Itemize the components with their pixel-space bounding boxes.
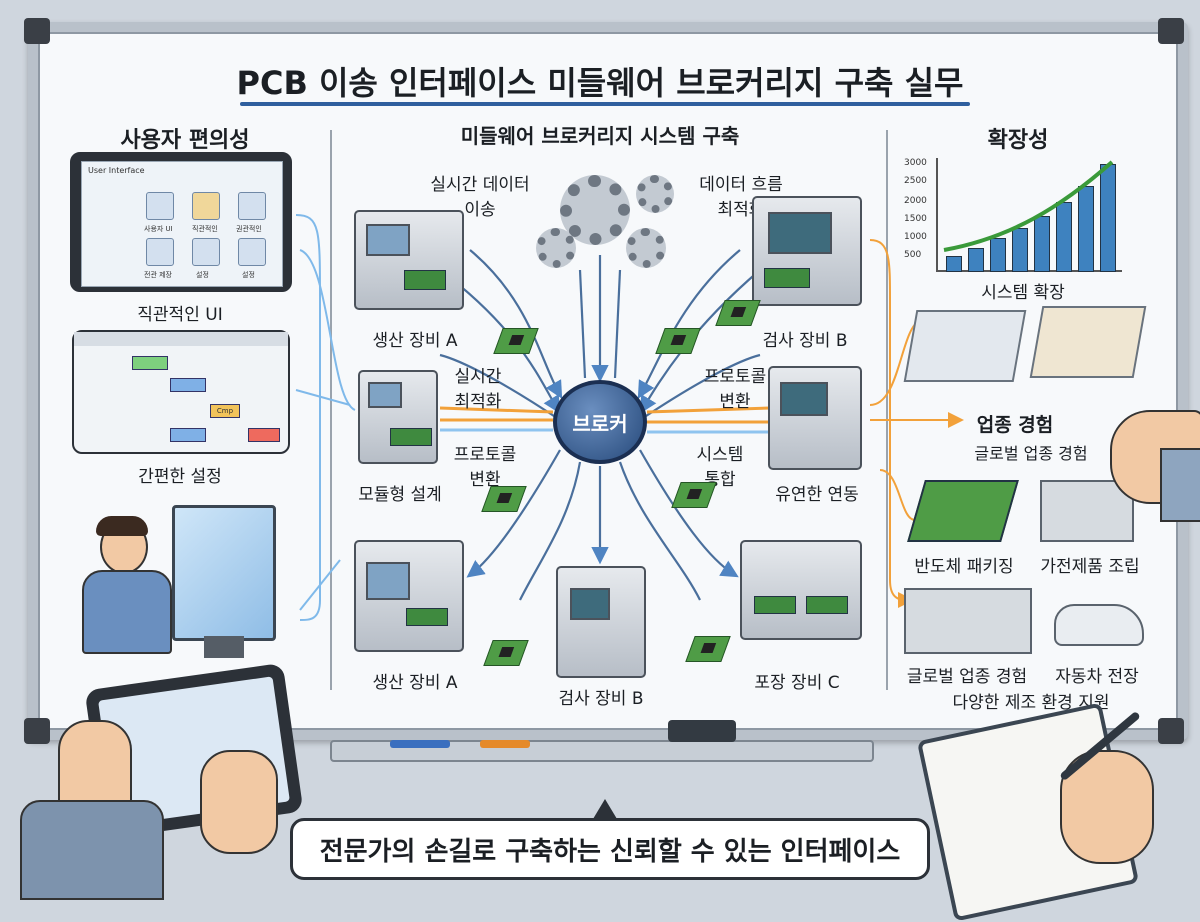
flow-node-green <box>132 356 168 370</box>
machine-mid-left <box>358 370 438 464</box>
machine-top-left <box>354 210 464 310</box>
gear-icon <box>626 228 666 268</box>
chart-bar <box>1078 186 1094 272</box>
machine-bottom-center-label: 검사 장비 B <box>558 689 644 709</box>
right-heading: 확장성 <box>987 128 1049 153</box>
machine-bottom-center <box>556 566 646 678</box>
setup-window: Cmp <box>72 330 290 454</box>
tablet-hand-right <box>200 750 278 854</box>
marker-orange <box>480 740 530 748</box>
flow-node-red <box>248 428 280 442</box>
touch-monitor[interactable] <box>172 505 276 641</box>
window-titlebar <box>74 332 288 346</box>
board-corner-br <box>1158 718 1184 744</box>
auto-label: 자동차 전장 <box>1055 667 1139 687</box>
gear-icon[interactable] <box>238 238 266 266</box>
marker-tray <box>330 740 874 762</box>
title-underline <box>240 102 970 106</box>
machine-mid-right-label: 유연한 연동 <box>775 485 859 505</box>
trend-arrow <box>943 160 1114 252</box>
sleeve-left <box>20 800 164 900</box>
search-icon[interactable] <box>192 238 220 266</box>
protocol-convert-right-label: 프로토콜 변환 <box>703 367 767 412</box>
car-illustration <box>1054 604 1144 646</box>
marker-blue <box>390 740 450 748</box>
factory-layout-1 <box>903 310 1027 382</box>
global-industry-label: 글로벌 업종 경험 <box>974 444 1088 463</box>
tile-label-5: 설정 <box>196 271 209 279</box>
tile-label-6: 설정 <box>242 271 255 279</box>
flow-node-blue-1 <box>170 378 206 392</box>
bottom-banner: 전문가의 손길로 구축하는 신뢰할 수 있는 인터페이스 <box>290 799 930 880</box>
tick-2000: 2000 <box>904 196 927 206</box>
tablet-ui: User Interface 사용자 UI 직관적인 권관적인 전관 제장 설정… <box>70 152 292 292</box>
page-title: PCB 이송 인터페이스 미들웨어 브로커리지 구축 실무 <box>236 64 964 102</box>
divider-left <box>330 130 332 690</box>
flow-box-label: Cmp <box>210 404 240 418</box>
tick-500: 500 <box>904 250 922 260</box>
gear-icon <box>636 175 674 213</box>
chart-bar <box>1034 216 1050 272</box>
tick-1500: 1500 <box>904 214 927 224</box>
gear-icon <box>560 175 630 245</box>
realtime-optimize-label: 실시간 최적화 <box>454 367 502 412</box>
system-expand-label: 시스템 확장 <box>981 283 1065 303</box>
machine-mid-right <box>768 366 862 470</box>
broker-hub[interactable]: 브로커 <box>553 380 647 464</box>
appliance-label: 가전제품 조립 <box>1040 557 1140 577</box>
board-corner-tl <box>24 18 50 44</box>
machine-bottom-right-label: 포장 장비 C <box>754 673 840 693</box>
tile-label-1: 사용자 UI <box>144 225 173 233</box>
eraser <box>668 720 736 742</box>
user-icon[interactable] <box>146 192 174 220</box>
tablet-screen: User Interface 사용자 UI 직관적인 권관적인 전관 제장 설정… <box>81 161 283 287</box>
engineer-figure <box>78 516 174 654</box>
protocol-convert-left-label: 프로토콜 변환 <box>453 445 517 490</box>
global-factory <box>904 588 1032 654</box>
machine-bottom-left-label: 생산 장비 A <box>372 673 458 693</box>
tick-2500: 2500 <box>904 176 927 186</box>
tile-label-3: 권관적인 <box>236 225 262 233</box>
machine-bottom-right <box>740 540 862 640</box>
settings-icon[interactable] <box>146 238 174 266</box>
flow-node-blue-2 <box>170 428 206 442</box>
chart-bar <box>968 248 984 272</box>
semiconductor-label: 반도체 패키징 <box>914 557 1014 577</box>
factory-layout-2 <box>1029 306 1147 378</box>
machine-top-right-label: 검사 장비 B <box>762 331 848 351</box>
machine-bottom-left <box>354 540 464 652</box>
left-heading: 사용자 편의성 <box>120 128 250 153</box>
chart-bar <box>990 238 1006 272</box>
tile-label-4: 전관 제장 <box>144 271 172 279</box>
machine-top-left-label: 생산 장비 A <box>372 331 458 351</box>
machine-mid-left-label: 모듈형 설계 <box>358 485 442 505</box>
monitor-stand <box>204 636 244 658</box>
gear-icon <box>536 228 576 268</box>
intuitive-ui-label: 직관적인 UI <box>137 305 223 325</box>
machine-top-right <box>752 196 862 306</box>
board-corner-tr <box>1158 18 1184 44</box>
sleeve-right <box>1160 448 1200 522</box>
tick-3000: 3000 <box>904 158 927 168</box>
edit-icon[interactable] <box>238 192 266 220</box>
tablet-header: User Interface <box>88 166 145 175</box>
global-industry-label-2: 글로벌 업종 경험 <box>906 667 1028 687</box>
center-heading: 미들웨어 브로커리지 시스템 구축 <box>460 124 740 148</box>
divider-right <box>886 130 888 690</box>
chart-bar <box>1012 228 1028 272</box>
easy-setup-label: 간편한 설정 <box>138 467 222 487</box>
industry-heading: 업종 경험 <box>976 414 1054 436</box>
tile-label-2: 직관적인 <box>192 225 218 233</box>
appliance-station <box>1040 480 1134 542</box>
chart-bar <box>1056 202 1072 272</box>
semiconductor-chip <box>907 480 1019 542</box>
growth-chart: 3000 2500 2000 1500 1000 500 <box>900 152 1126 276</box>
chart-bar <box>946 256 962 272</box>
chat-icon[interactable] <box>192 192 220 220</box>
realtime-transfer-label: 실시간 데이터 이송 <box>430 175 530 220</box>
board-corner-bl <box>24 718 50 744</box>
tick-1000: 1000 <box>904 232 927 242</box>
